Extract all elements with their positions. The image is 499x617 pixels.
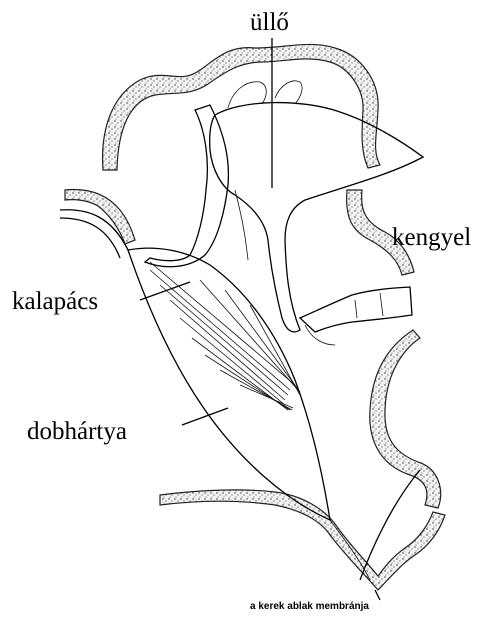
- upper-bone-wall: [103, 44, 380, 170]
- label-incus: üllő: [250, 9, 289, 36]
- stapes-crus: [305, 293, 383, 345]
- label-round-window: a kerek ablak membránja: [250, 601, 369, 612]
- malleus-leader-line: [140, 282, 190, 300]
- ear-canal-lower: [60, 218, 120, 258]
- eardrum-membrane: [128, 248, 330, 520]
- label-eardrum: dobhártya: [27, 418, 127, 445]
- label-stapes: kengyel: [392, 224, 471, 251]
- incus-bone: [210, 103, 423, 332]
- round-window-leader-line: [375, 590, 380, 600]
- incus-detail: [228, 81, 302, 260]
- label-malleus: kalapács: [12, 288, 98, 315]
- malleus-bone: [145, 105, 228, 267]
- eardrum-fibers: [150, 262, 300, 410]
- right-lower-bone-wall: [370, 330, 441, 508]
- left-bone-wall: [65, 190, 135, 244]
